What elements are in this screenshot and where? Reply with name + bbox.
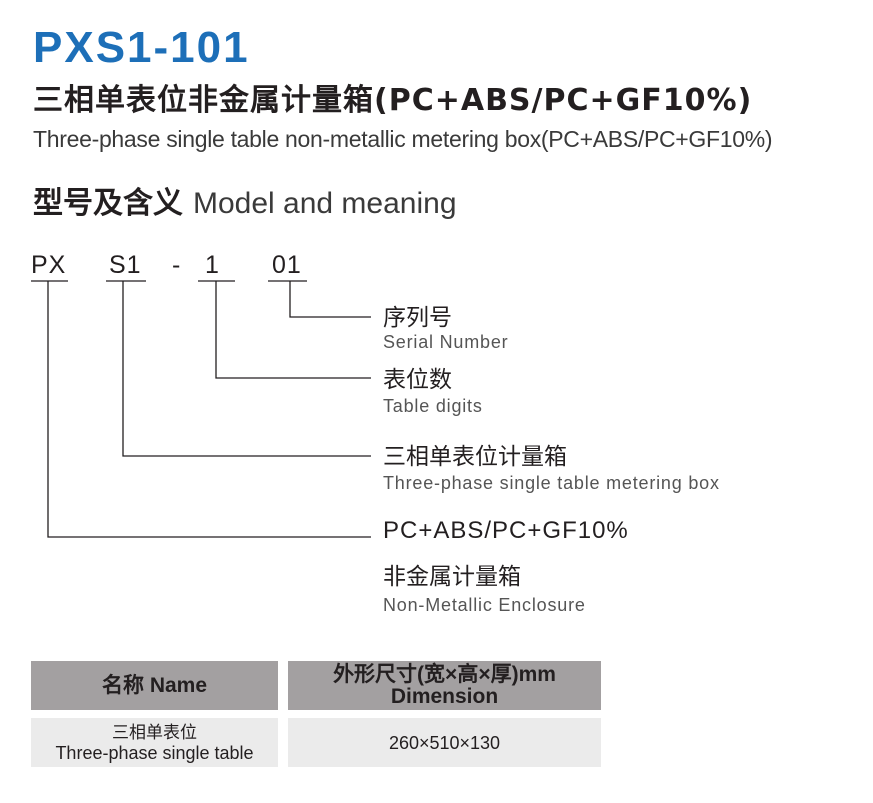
table-cell-name-cn: 三相单表位 bbox=[112, 722, 197, 743]
label-digits-cn: 表位数 bbox=[383, 367, 452, 393]
leader-type bbox=[122, 281, 371, 457]
table-header-name-label: 名称 Name bbox=[101, 673, 208, 697]
code-part-1: 1 bbox=[205, 251, 220, 279]
label-enclosure-cn: 非金属计量箱 bbox=[383, 564, 521, 590]
table-cell-name-en: Three-phase single table bbox=[55, 742, 254, 763]
table-header-dimension-en: Dimension bbox=[390, 684, 499, 708]
section-title-en: Model and meaning bbox=[193, 187, 457, 220]
section-title-cn: 型号及含义 bbox=[33, 186, 183, 221]
model-title: PXS1-101 bbox=[33, 23, 250, 72]
label-serial-en: Serial Number bbox=[383, 332, 509, 352]
leader-serial bbox=[289, 281, 371, 318]
code-dash: - bbox=[172, 251, 182, 279]
label-enclosure-en: Non-Metallic Enclosure bbox=[383, 595, 586, 615]
product-title-en: Three-phase single table non-metallic me… bbox=[33, 126, 773, 152]
label-material: PC+ABS/PC+GF10% bbox=[383, 517, 629, 544]
label-type-en: Three-phase single table metering box bbox=[383, 473, 720, 493]
code-part-01: 01 bbox=[272, 251, 302, 279]
section-title: 型号及含义 Model and meaning bbox=[33, 185, 457, 223]
table-cell-dimension-value: 260×510×130 bbox=[388, 732, 501, 753]
label-serial-cn: 序列号 bbox=[383, 305, 452, 331]
label-digits-en: Table digits bbox=[383, 396, 483, 416]
code-part-px: PX bbox=[31, 251, 67, 279]
leader-material bbox=[47, 281, 371, 538]
table-cell-dimension: 260×510×130 bbox=[288, 718, 601, 767]
code-part-s1: S1 bbox=[109, 251, 142, 279]
leader-digits bbox=[215, 281, 371, 379]
table-header-dimension: 外形尺寸(宽×高×厚)mm Dimension bbox=[288, 661, 601, 710]
table-header-dimension-cn: 外形尺寸(宽×高×厚)mm bbox=[333, 662, 556, 686]
label-type-cn: 三相单表位计量箱 bbox=[383, 444, 567, 470]
table-header-name: 名称 Name bbox=[31, 661, 278, 710]
table-cell-name: 三相单表位 Three-phase single table bbox=[31, 718, 278, 767]
product-title-cn: 三相单表位非金属计量箱(PC+ABS/PC+GF10%) bbox=[33, 83, 753, 118]
